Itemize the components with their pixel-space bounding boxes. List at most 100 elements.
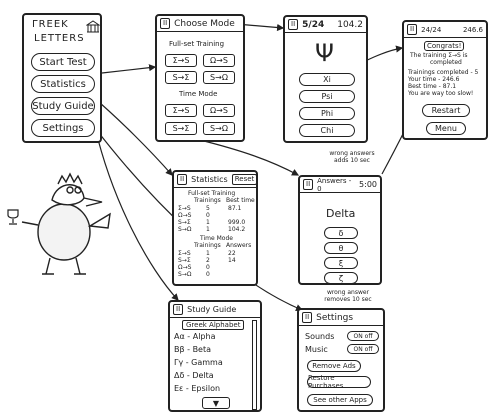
result-line-4: Your time - 246.6 — [408, 76, 460, 83]
result-line-3: Trainings completed - 5 — [408, 69, 479, 76]
results-header: II 24/24 246.6 — [404, 22, 486, 38]
stats-col2-header-2: Answers — [226, 242, 252, 249]
mode-button-1[interactable]: Σ→S — [165, 54, 197, 67]
list-item: Δδ - Delta — [174, 371, 214, 380]
quiz-screen: II 5/24 104.2 Ψ Xi Psi Phi Chi — [283, 15, 368, 143]
stats-col2-header-1: Trainings — [194, 242, 221, 249]
answer-option-4[interactable]: Chi — [299, 124, 355, 137]
mode-button-2[interactable]: Ω→S — [203, 54, 235, 67]
time-mode-button-4[interactable]: S→Ω — [203, 122, 235, 135]
app-title-line2: LETTERS — [34, 33, 85, 44]
result-line-5: Best time - 87.1 — [408, 83, 457, 90]
stats-col-header-1: Trainings — [194, 197, 221, 204]
temple-icon — [86, 20, 100, 33]
sounds-label: Sounds — [305, 332, 335, 341]
back-button[interactable]: II — [288, 19, 299, 30]
mode-button-4[interactable]: S→Ω — [203, 71, 235, 84]
study-guide-button[interactable]: Study Guide — [31, 97, 95, 115]
choose-mode-header: II Choose Mode — [157, 16, 243, 32]
settings-title: Settings — [316, 312, 354, 323]
study-guide-title: Study Guide — [187, 305, 237, 314]
time-answer-option-1[interactable]: δ — [324, 227, 358, 239]
start-test-button[interactable]: Start Test — [31, 53, 95, 71]
study-guide-screen: II Study Guide Greek Alphabet Aα - Alpha… — [168, 300, 262, 412]
choose-mode-title: Choose Mode — [174, 18, 235, 29]
back-button[interactable]: II — [302, 312, 313, 323]
statistics-header: II Statistics Reset — [174, 172, 258, 188]
settings-button[interactable]: Settings — [31, 119, 95, 137]
back-button[interactable]: II — [303, 179, 314, 190]
see-other-apps-button[interactable]: See other Apps — [307, 394, 373, 406]
time-answer-option-3[interactable]: ξ — [324, 257, 358, 269]
results-screen: II 24/24 246.6 Congrats! The training Σ→… — [402, 20, 488, 140]
result-line-2: completed — [430, 59, 462, 66]
menu-button[interactable]: Menu — [426, 122, 466, 135]
reset-button[interactable]: Reset — [231, 174, 258, 185]
settings-screen: II Settings Sounds ON off Music ON off R… — [297, 308, 385, 412]
time-mode-button-2[interactable]: Ω→S — [203, 104, 235, 117]
quiz-header: II 5/24 104.2 — [285, 17, 366, 33]
answer-option-1[interactable]: Xi — [299, 73, 355, 86]
results-progress: 24/24 — [421, 25, 442, 34]
app-title-line1: ΓREEK — [32, 19, 69, 30]
sounds-toggle[interactable]: ON off — [347, 331, 379, 341]
congrats-text: Congrats! — [424, 41, 465, 51]
list-item: Γγ - Gamma — [174, 358, 223, 367]
statistics-button[interactable]: Statistics — [31, 75, 95, 93]
note-wrong-removes: wrong answer removes 10 sec — [324, 289, 372, 303]
stats-col-header-2: Best time — [226, 197, 255, 204]
quiz-progress: 5/24 — [302, 19, 325, 30]
time-answer-option-4[interactable]: ζ — [324, 272, 358, 284]
time-mode-button-1[interactable]: Σ→S — [165, 104, 197, 117]
main-menu-screen: ΓREEK LETTERS Start Test Statistics Stud… — [22, 13, 102, 143]
list-item: Aα - Alpha — [174, 332, 216, 341]
time-answer-option-2[interactable]: θ — [324, 242, 358, 254]
greek-letter-display: Ψ — [315, 39, 334, 67]
choose-mode-screen: II Choose Mode Full-set Training Σ→S Ω→S… — [155, 14, 245, 142]
study-guide-header: II Study Guide — [170, 302, 260, 318]
dragon-mascot-icon — [21, 172, 111, 275]
mode-button-3[interactable]: S→Σ — [165, 71, 197, 84]
section-time-label: Time Mode — [179, 90, 218, 98]
scroll-down-button[interactable]: ▼ — [202, 397, 230, 409]
time-mode-button-3[interactable]: S→Σ — [165, 122, 197, 135]
remove-ads-button[interactable]: Remove Ads — [307, 360, 361, 372]
music-toggle[interactable]: ON off — [347, 344, 379, 354]
list-item: Eε - Epsilon — [174, 384, 221, 393]
time-quiz-header: II Answers - 0 5:00 — [300, 177, 380, 193]
time-remaining: 5:00 — [359, 180, 377, 189]
back-button[interactable]: II — [407, 24, 418, 35]
statistics-title: Statistics — [191, 175, 228, 184]
study-guide-subtitle: Greek Alphabet — [182, 320, 245, 330]
settings-header: II Settings — [299, 310, 383, 326]
section-fullset-label: Full-set Training — [169, 40, 225, 48]
quiz-score: 104.2 — [337, 19, 363, 30]
answers-count: Answers - 0 — [317, 176, 352, 193]
answer-option-2[interactable]: Psi — [299, 90, 355, 103]
scrollbar[interactable] — [252, 320, 257, 410]
time-quiz-screen: II Answers - 0 5:00 Delta δ θ ξ ζ — [298, 175, 382, 285]
back-button[interactable]: II — [173, 304, 184, 315]
result-line-1: The training Σ→S is — [410, 52, 468, 59]
list-item: Bβ - Beta — [174, 345, 212, 354]
stats-section2-label: Time Mode — [200, 235, 233, 242]
answer-option-3[interactable]: Phi — [299, 107, 355, 120]
music-label: Music — [305, 345, 328, 354]
restore-purchases-button[interactable]: Restore Purchases — [307, 374, 371, 390]
letter-name-prompt: Delta — [326, 207, 356, 220]
back-button[interactable]: II — [177, 174, 188, 185]
restart-button[interactable]: Restart — [422, 104, 470, 117]
result-line-6: You are way too slow! — [408, 90, 474, 97]
back-button[interactable]: II — [160, 18, 171, 29]
